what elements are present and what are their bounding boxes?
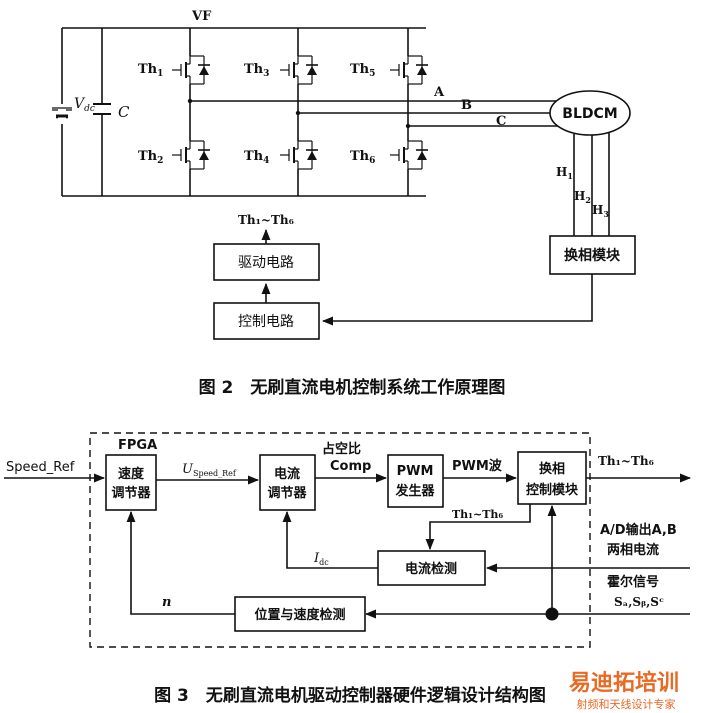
commutation-control-label-2: 控制模块 (526, 482, 579, 498)
junction-dot (545, 607, 559, 621)
ad-output-label-1: A/D输出A,B (600, 522, 677, 538)
th2-label: Th2 (138, 149, 163, 166)
current-regulator-label-2: 调节器 (267, 485, 307, 501)
feedback-signals-label: Th₁~Th₆ (452, 508, 503, 521)
control-circuit-label: 控制电路 (238, 314, 294, 330)
speed-ref-label: Speed_Ref (6, 460, 75, 475)
figure-2-caption: 图 2 无刷直流电机控制系统工作原理图 (199, 377, 506, 398)
n-label: n (162, 595, 171, 610)
hall-signal-label-1: 霍尔信号 (607, 574, 659, 590)
pwm-generator-label-1: PWM (397, 464, 434, 479)
u-speed-ref-label: USpeed_Ref (182, 462, 237, 478)
th3-label: Th3 (244, 62, 269, 79)
position-speed-detect-label: 位置与速度检测 (254, 607, 345, 623)
pwm-generator-label-2: 发生器 (394, 483, 435, 499)
watermark-logo: 易迪拓培训 射频和天线设计专家 (569, 670, 679, 711)
phase-b-label: B (461, 98, 472, 113)
transistor-th1-icon (171, 55, 211, 85)
fpga-boundary (89, 432, 591, 648)
th1-label: Th1 (138, 62, 163, 79)
commutation-control-box (517, 451, 587, 505)
phase-a-label: A (433, 85, 445, 100)
hall-h1-label: H1 (556, 165, 573, 181)
output-signals-label: Th₁~Th₆ (598, 454, 654, 468)
current-detect-label: 电流检测 (405, 561, 457, 577)
pwm-wave-label: PWM波 (452, 458, 503, 474)
hall-signal-label-2: Sₐ,Sᵦ,Sᶜ (614, 595, 664, 609)
hall-h3-label: H3 (592, 203, 609, 219)
idc-label: Idc (313, 551, 329, 567)
commutation-module-box (549, 235, 636, 275)
drive-circuit-label: 驱动电路 (238, 255, 294, 271)
drive-circuit-box (213, 243, 320, 281)
control-circuit-box (213, 302, 320, 340)
watermark-line-1: 易迪拓培训 (569, 670, 679, 696)
capacitor-label: C (118, 103, 130, 121)
battery-icon (52, 104, 72, 124)
speed-regulator-box (105, 454, 157, 511)
th4-label: Th4 (244, 149, 269, 166)
figure-2-circuit: Vdc C VF Th1 Th2 Th3 Th4 Th5 Th6 (52, 9, 636, 398)
figure-3-caption: 图 3 无刷直流电机驱动控制器硬件逻辑设计结构图 (154, 685, 546, 706)
transistor-th5-icon (389, 55, 429, 85)
vdc-label: Vdc (74, 96, 95, 114)
transistor-th2-icon (171, 140, 211, 170)
motor-label: BLDCM (562, 106, 617, 122)
ad-output-label-2: 两相电流 (607, 542, 659, 558)
speed-regulator-label-2: 调节器 (111, 485, 151, 501)
duty-label-1: 占空比 (322, 441, 361, 457)
hall-h2-label: H2 (574, 189, 591, 205)
bldcm-motor (549, 90, 631, 136)
commutation-control-label-1: 换相 (539, 461, 565, 477)
fpga-label: FPGA (118, 438, 157, 453)
transistor-th6-icon (389, 140, 429, 170)
current-regulator-label-1: 电流 (274, 466, 300, 482)
watermark-line-2: 射频和天线设计专家 (577, 697, 676, 711)
th5-label: Th5 (350, 62, 375, 79)
vf-label: VF (191, 9, 212, 24)
pwm-generator-box (387, 454, 444, 508)
phase-c-label: C (496, 114, 506, 129)
gate-signals-label: Th₁~Th₆ (238, 213, 294, 227)
speed-regulator-label-1: 速度 (118, 466, 145, 482)
figure-3-block-diagram: FPGA Speed_Ref 速度 调节器 USpeed_Ref 电流 调节器 … (4, 432, 692, 706)
duty-label-2: Comp (330, 459, 371, 474)
transistor-th3-icon (279, 55, 319, 85)
transistor-th4-icon (279, 140, 319, 170)
current-regulator-box (259, 454, 316, 511)
commutation-module-label: 换相模块 (564, 247, 621, 264)
th6-label: Th6 (350, 149, 375, 166)
